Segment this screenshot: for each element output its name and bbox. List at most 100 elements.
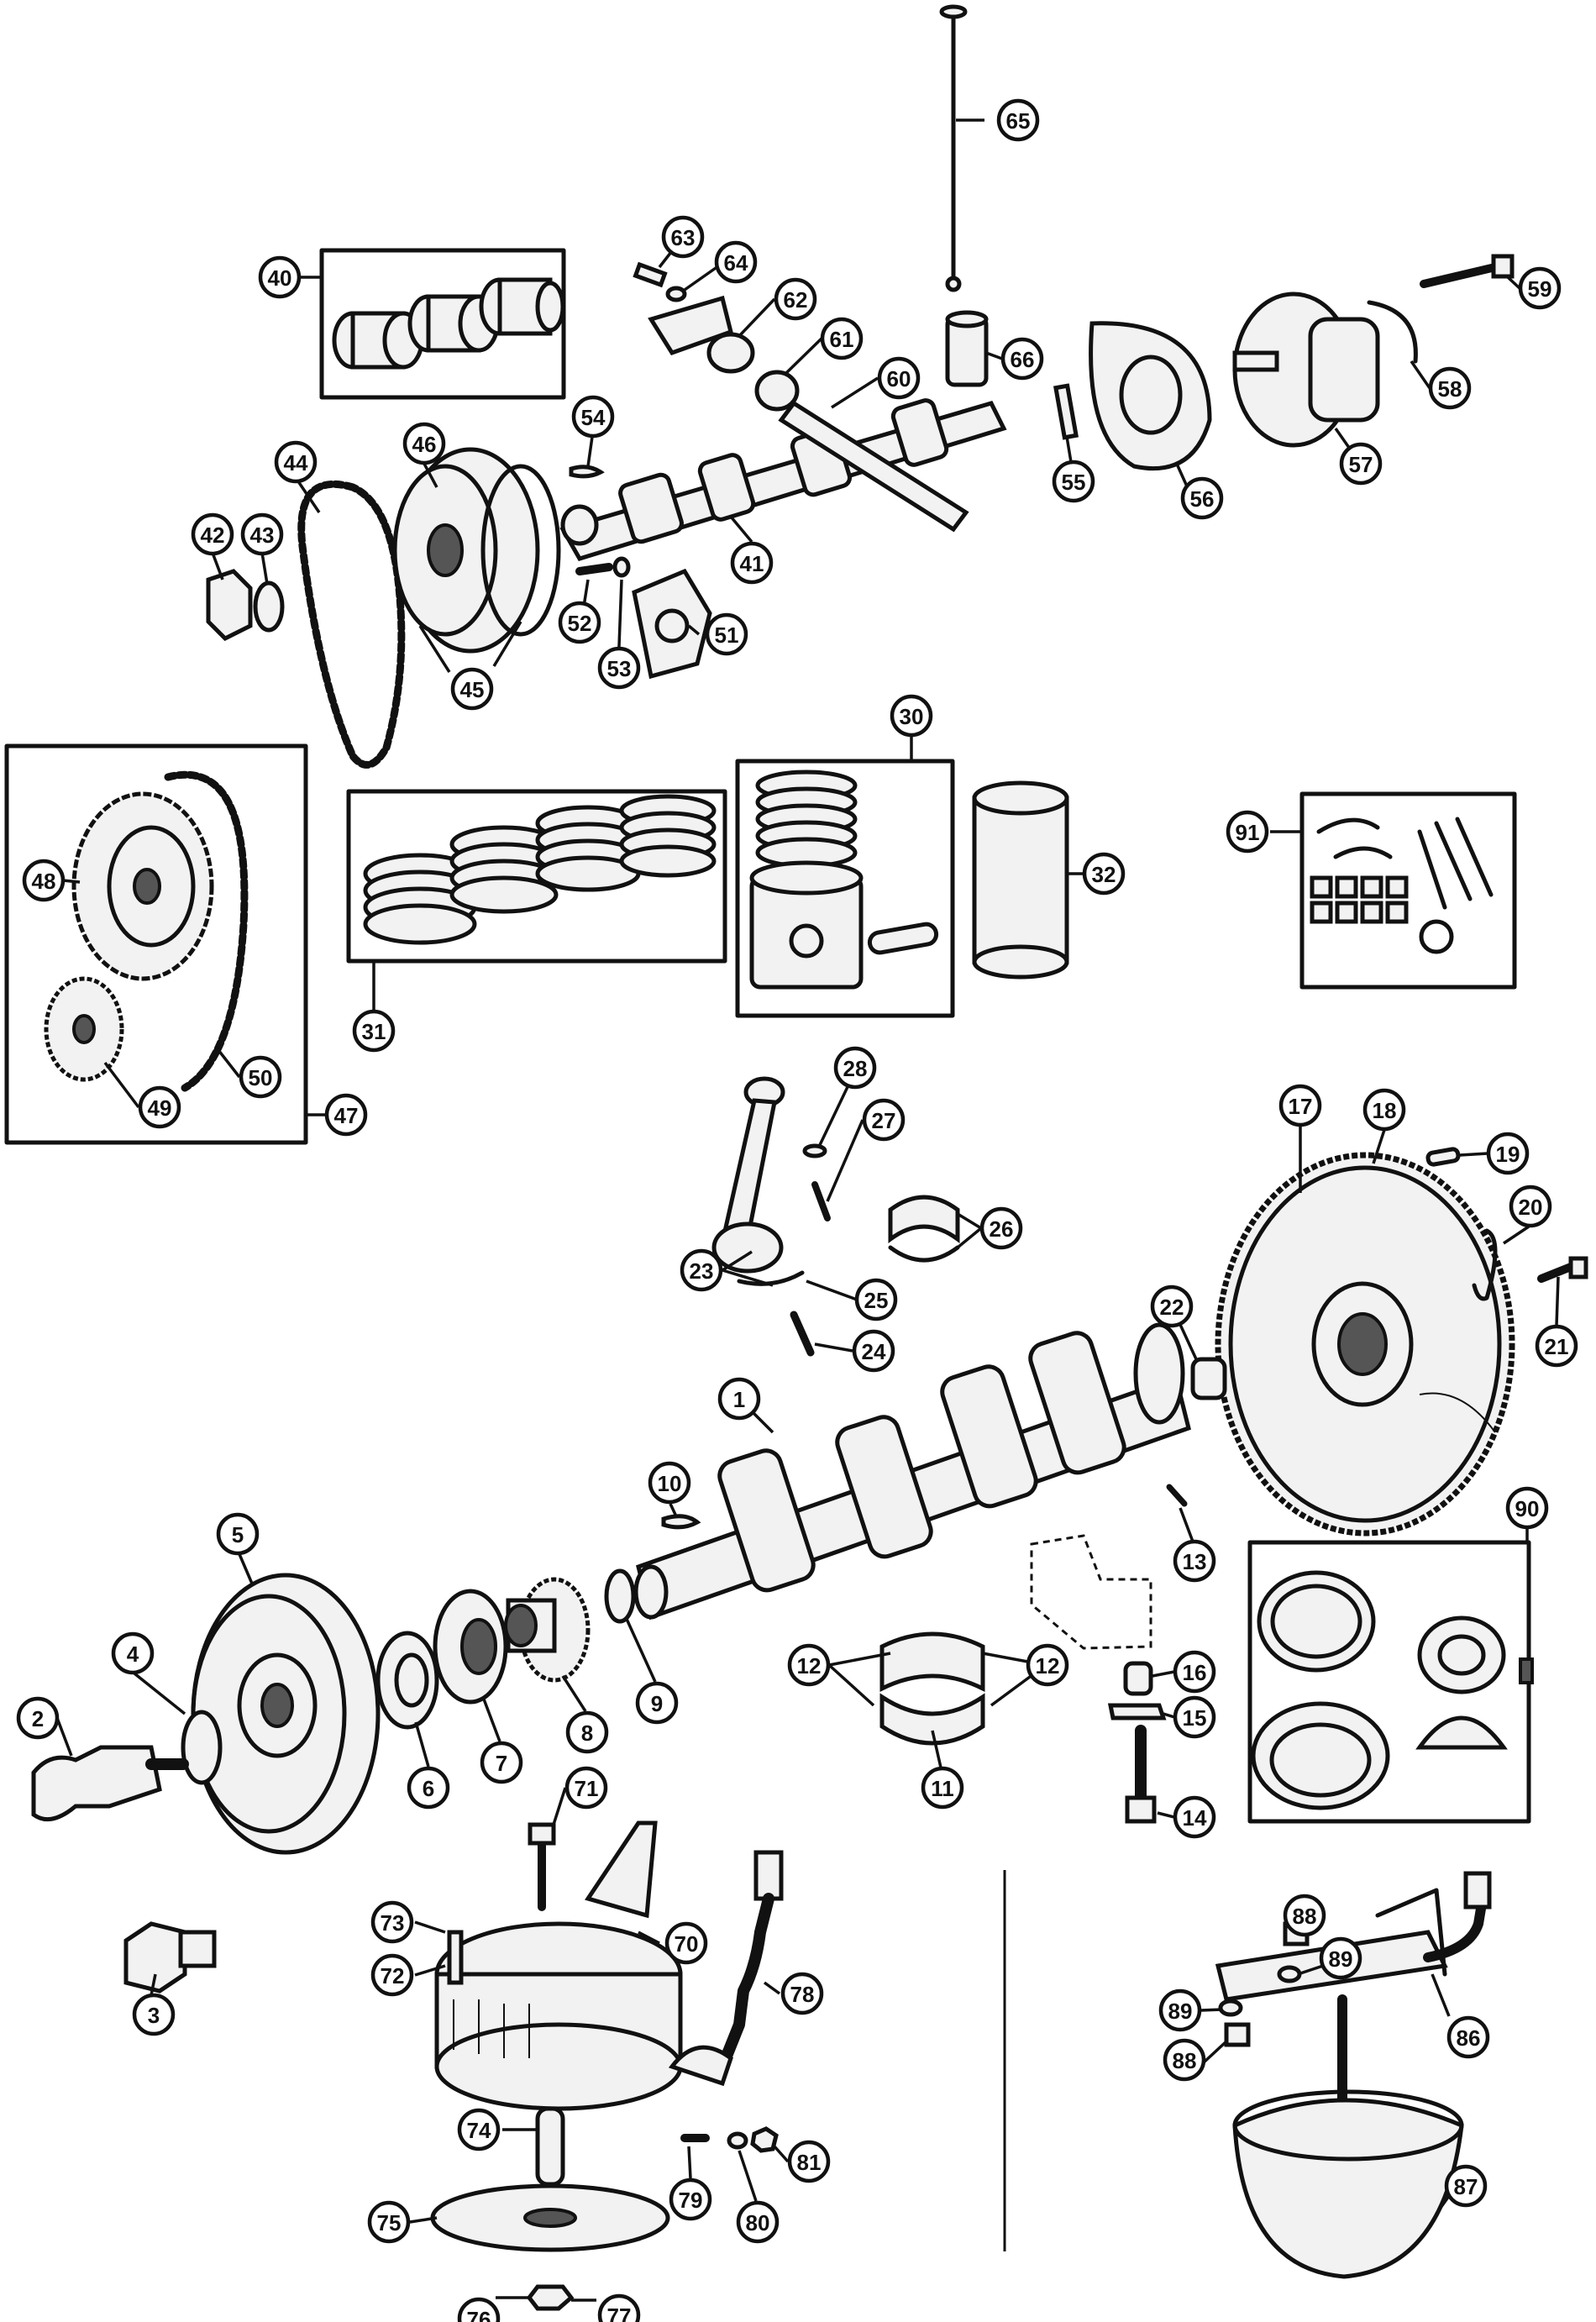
callout-circle bbox=[787, 1643, 831, 1687]
leader-78 bbox=[763, 1981, 781, 1995]
callout-number: 71 bbox=[575, 1776, 599, 1801]
thrust-washer-9-part bbox=[604, 1568, 636, 1624]
leader-43 bbox=[260, 552, 269, 585]
timing-chain-part bbox=[297, 480, 406, 769]
callout-23: 23 bbox=[680, 1248, 723, 1292]
callout-45: 45 bbox=[450, 667, 494, 711]
callout-number: 53 bbox=[607, 656, 632, 681]
callout-number: 89 bbox=[1329, 1946, 1353, 1972]
callout-number: 78 bbox=[790, 1982, 815, 2007]
leader-72 bbox=[414, 1964, 446, 1977]
callout-number: 31 bbox=[362, 1019, 386, 1044]
callout-number: 18 bbox=[1373, 1098, 1397, 1123]
leader-49 bbox=[103, 1061, 140, 1109]
callout-circle bbox=[1026, 1643, 1069, 1687]
callout-circle bbox=[996, 98, 1040, 142]
callout-50: 50 bbox=[239, 1055, 282, 1099]
callout-number: 45 bbox=[460, 677, 485, 702]
callout-circle bbox=[1278, 1084, 1322, 1127]
callout-75: 75 bbox=[367, 2200, 411, 2244]
pulley-bolt-part bbox=[123, 1921, 217, 1994]
callout-circle bbox=[1535, 1324, 1578, 1368]
callout-number: 75 bbox=[377, 2210, 402, 2235]
callout-circle bbox=[890, 694, 933, 738]
callout-circle bbox=[730, 541, 774, 585]
callout-circle bbox=[717, 1377, 761, 1421]
callout-number: 28 bbox=[843, 1056, 868, 1081]
callout-number: 30 bbox=[900, 704, 924, 729]
callout-circle bbox=[22, 859, 66, 902]
callout-circle bbox=[714, 240, 758, 284]
leader-3 bbox=[150, 1973, 157, 1996]
callout-86: 86 bbox=[1446, 2015, 1490, 2059]
callout-63: 63 bbox=[661, 215, 705, 259]
leader-60 bbox=[831, 376, 879, 409]
callout-15: 15 bbox=[1173, 1695, 1216, 1739]
callout-number: 26 bbox=[990, 1216, 1014, 1242]
callout-12: 12 bbox=[1026, 1643, 1069, 1687]
callout-11: 11 bbox=[921, 1766, 964, 1810]
callout-circle bbox=[774, 277, 817, 321]
callout-19: 19 bbox=[1486, 1132, 1530, 1175]
callout-4: 4 bbox=[111, 1631, 155, 1675]
leader-19 bbox=[1459, 1152, 1488, 1157]
callout-circle bbox=[1173, 1650, 1216, 1694]
callout-number: 63 bbox=[671, 225, 696, 250]
callout-number: 22 bbox=[1160, 1295, 1184, 1320]
oil-thrower-part bbox=[433, 1589, 508, 1705]
callout-30: 30 bbox=[890, 694, 933, 738]
bolt-21-part bbox=[1537, 1256, 1588, 1283]
callout-number: 61 bbox=[830, 327, 854, 352]
callout-circle bbox=[258, 255, 302, 299]
callout-44: 44 bbox=[274, 440, 318, 484]
gasket-set-part bbox=[1251, 1570, 1534, 1810]
callout-circle bbox=[680, 1248, 723, 1292]
key-54-part bbox=[569, 465, 605, 479]
leader-46 bbox=[423, 463, 438, 488]
callout-61: 61 bbox=[820, 317, 864, 360]
callout-28: 28 bbox=[833, 1046, 877, 1090]
callout-2: 2 bbox=[16, 1696, 60, 1740]
callout-88: 88 bbox=[1283, 1894, 1326, 1937]
callout-59: 59 bbox=[1518, 266, 1562, 310]
box-lockwashers bbox=[1299, 791, 1517, 990]
leader-89b bbox=[1200, 2008, 1223, 2012]
callout-88: 88 bbox=[1163, 2038, 1206, 2082]
callout-90: 90 bbox=[1505, 1486, 1549, 1530]
leader-14 bbox=[1157, 1811, 1175, 1819]
callout-60: 60 bbox=[877, 356, 921, 400]
callout-18: 18 bbox=[1362, 1088, 1406, 1132]
callout-31: 31 bbox=[352, 1009, 396, 1053]
callout-number: 62 bbox=[784, 287, 808, 313]
tappet-part bbox=[945, 310, 989, 387]
callout-number: 40 bbox=[268, 265, 292, 291]
callout-58: 58 bbox=[1428, 366, 1472, 410]
callout-8: 8 bbox=[565, 1710, 609, 1754]
leader-5 bbox=[238, 1553, 254, 1584]
leader-18 bbox=[1372, 1129, 1386, 1164]
callout-circle bbox=[1428, 366, 1472, 410]
leader-66 bbox=[985, 351, 1003, 360]
callout-circle bbox=[1173, 1695, 1216, 1739]
callout-26: 26 bbox=[979, 1206, 1023, 1250]
bolt-63-part bbox=[633, 261, 687, 302]
callout-circle bbox=[979, 1206, 1023, 1250]
callout-81: 81 bbox=[787, 2140, 831, 2183]
callout-number: 51 bbox=[715, 623, 739, 648]
callout-78: 78 bbox=[780, 1972, 824, 2015]
callout-number: 64 bbox=[724, 250, 748, 276]
pushrod-part bbox=[939, 4, 968, 292]
callout-70: 70 bbox=[664, 1921, 708, 1965]
callout-1: 1 bbox=[717, 1377, 761, 1421]
callout-number: 65 bbox=[1006, 108, 1031, 134]
leader-50 bbox=[217, 1048, 241, 1079]
callout-16: 16 bbox=[1173, 1650, 1216, 1694]
callout-number: 17 bbox=[1289, 1094, 1313, 1119]
callout-circle bbox=[787, 2140, 831, 2183]
key-10-part bbox=[661, 1514, 701, 1530]
starting-dog-part bbox=[31, 1745, 189, 1822]
callout-circle bbox=[877, 356, 921, 400]
callout-number: 73 bbox=[381, 1910, 405, 1936]
leader-4 bbox=[133, 1672, 186, 1715]
callout-24: 24 bbox=[852, 1329, 895, 1373]
